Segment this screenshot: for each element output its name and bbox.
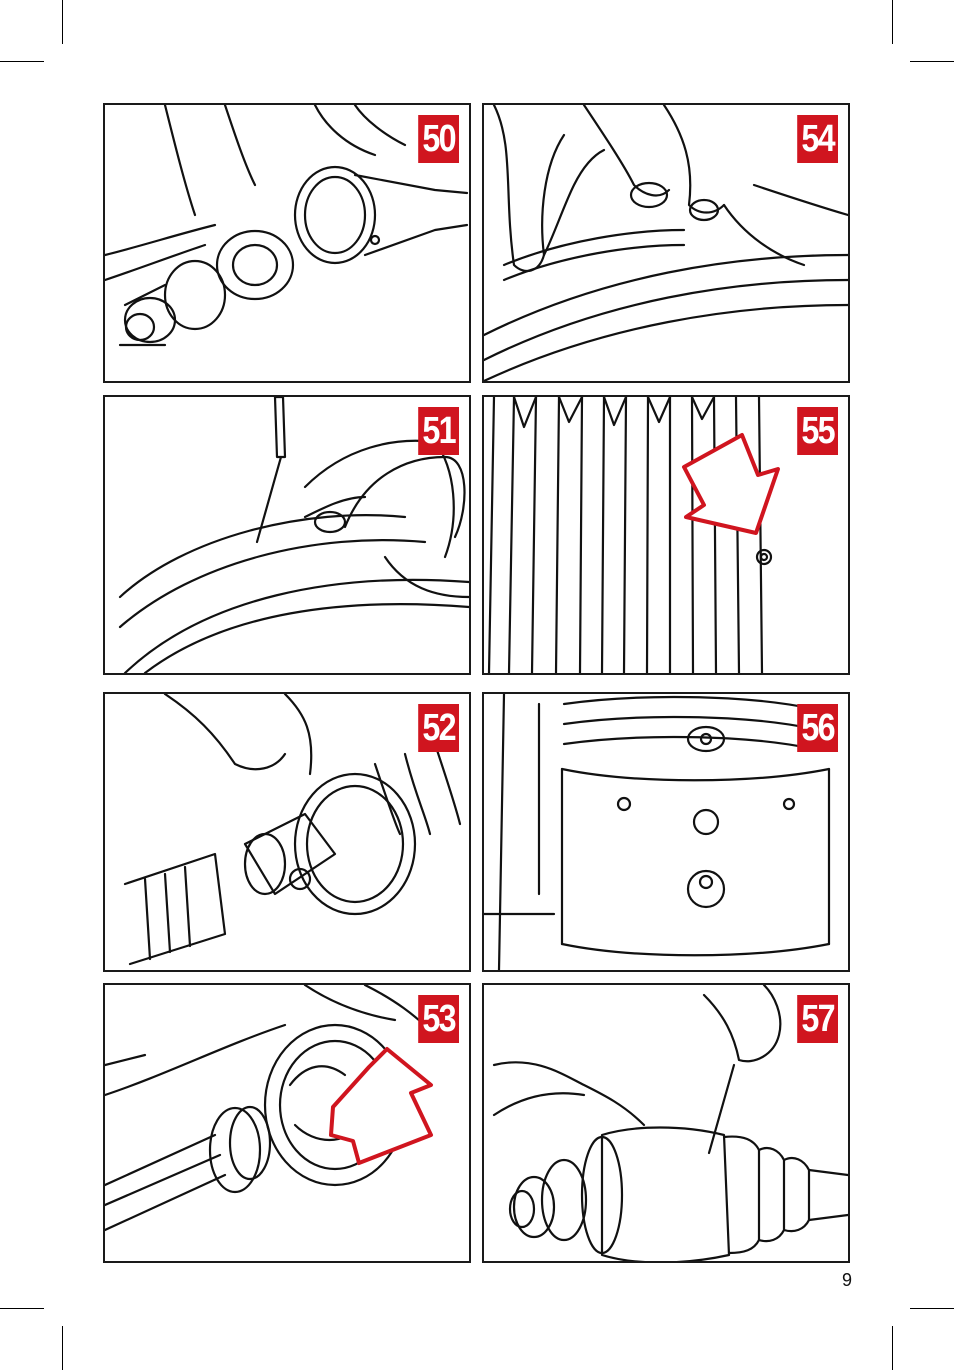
figure-panel-57: 57 [482,983,850,1263]
crop-mark-tr-v [892,0,893,44]
crop-mark-tl-v [62,0,63,44]
figure-panel-56: 56 [482,692,850,972]
page-number: 9 [830,1270,852,1291]
figure-number-badge: 55 [797,407,838,455]
illustration-lubrication-points [484,694,848,970]
figure-panel-52: 52 [103,692,471,972]
illustration-screwdriver-boot [484,985,848,1261]
illustration-screwdriver-ring [105,397,469,673]
figure-panel-50: 50 [103,103,471,383]
illustration-boot-ribs [484,397,848,673]
figure-number-badge: 53 [418,995,459,1043]
crop-mark-tr-h [910,61,954,62]
figure-panel-54: 54 [482,103,850,383]
crop-mark-br-h [910,1308,954,1309]
red-arrow [331,1049,431,1163]
figure-panel-55: 55 [482,395,850,675]
illustration-shaft-insertion [105,985,469,1261]
crop-mark-tl-h [0,61,44,62]
crop-mark-bl-v [62,1326,63,1370]
illustration-joint-coupling [105,105,469,381]
red-arrow [684,435,778,533]
crop-mark-br-v [892,1326,893,1370]
figure-number-badge: 51 [418,407,459,455]
illustration-removing-guard [105,694,469,970]
figure-panel-51: 51 [103,395,471,675]
figure-number-badge: 56 [797,704,838,752]
figure-number-badge: 57 [797,995,838,1043]
figure-panel-53: 53 [103,983,471,1263]
crop-mark-bl-h [0,1308,44,1309]
figure-number-badge: 50 [418,115,459,163]
figure-number-badge: 54 [797,115,838,163]
figure-number-badge: 52 [418,704,459,752]
illustration-fingers-on-boot [484,105,848,381]
